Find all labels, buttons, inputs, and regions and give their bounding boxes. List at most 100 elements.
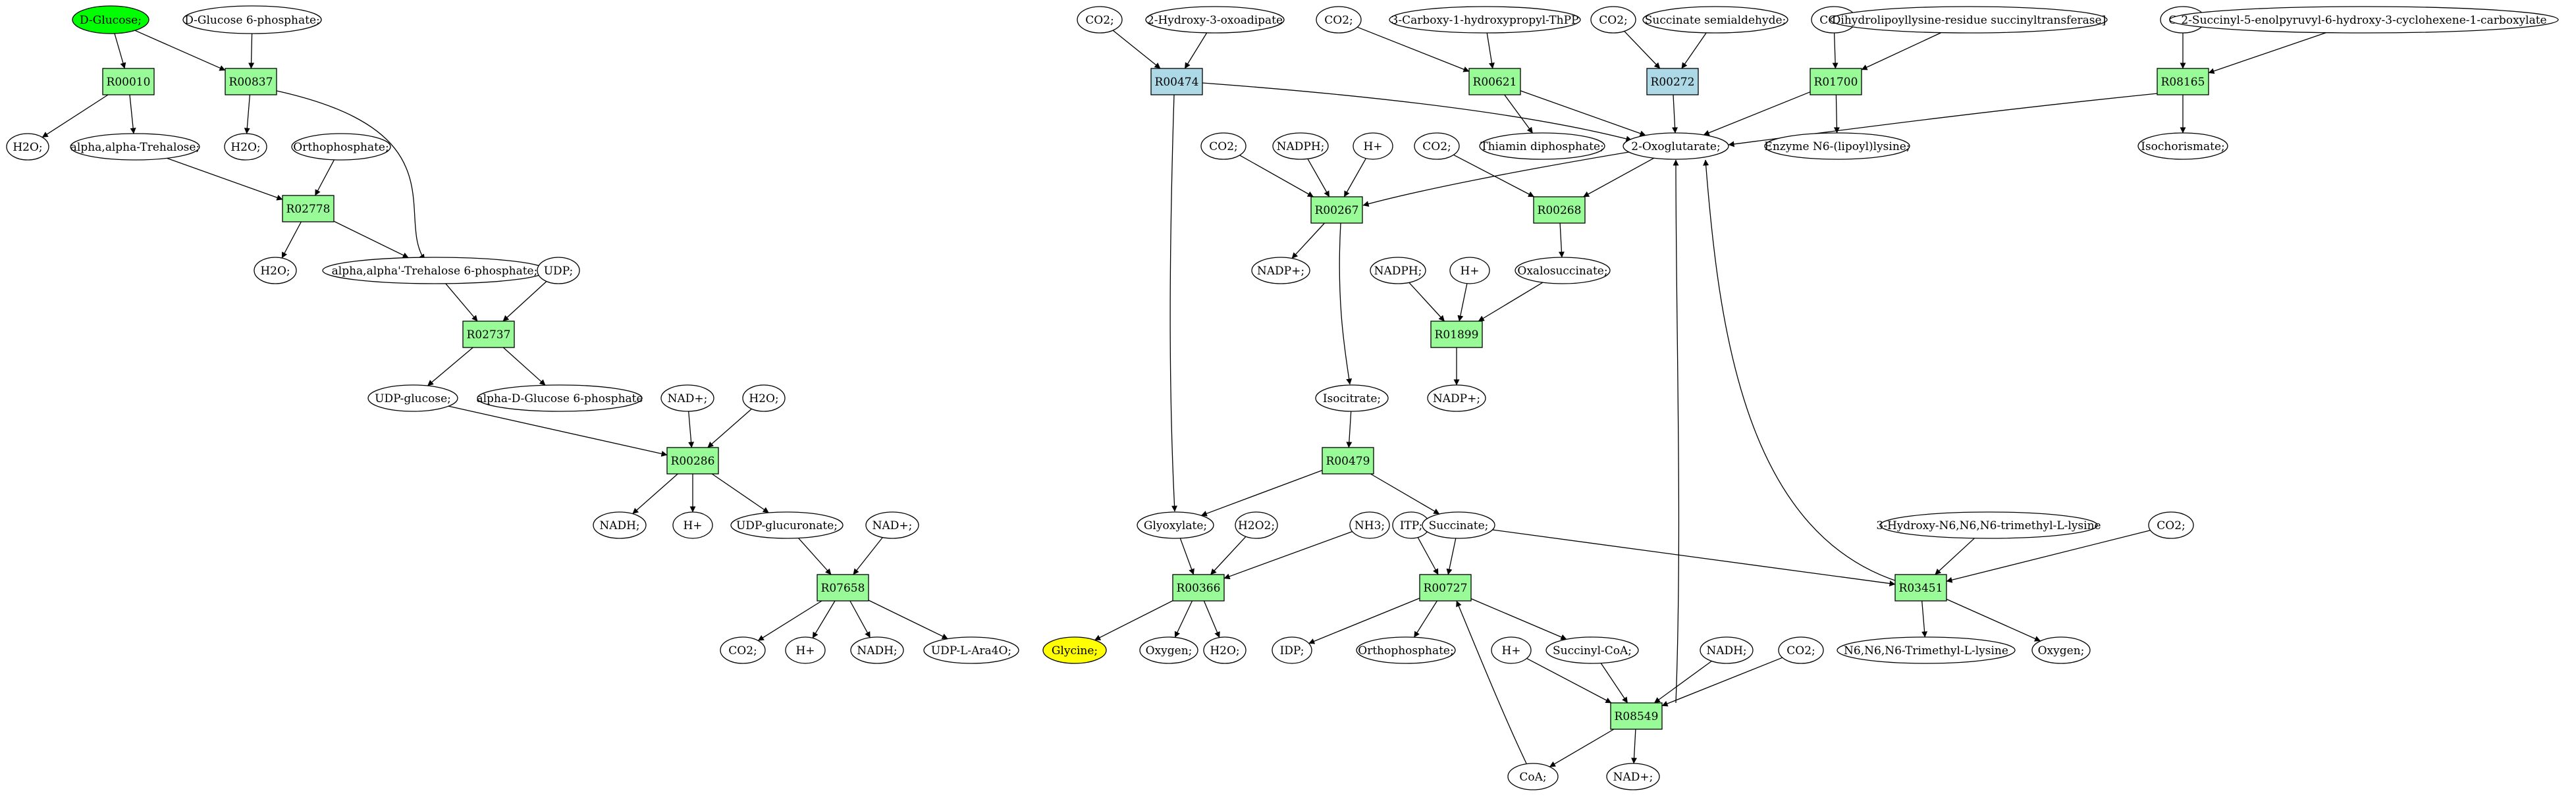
- reaction-node-R00727[interactable]: R00727: [1419, 574, 1472, 602]
- metabolite-node-succinylenol[interactable]: 2-Succinyl-5-enolpyruvyl-6-hydroxy-3-cyc…: [2169, 6, 2559, 34]
- metabolite-node-h2o_c[interactable]: H2O;: [254, 257, 297, 284]
- metabolite-node-dglucose[interactable]: D-Glucose;: [72, 5, 149, 34]
- metabolite-node-hydroxytml[interactable]: 3-Hydroxy-N6,N6,N6-trimethyl-L-lysine: [1876, 511, 2101, 539]
- metabolite-node-hplus_b[interactable]: H+: [785, 636, 826, 664]
- metabolite-node-ortho_b[interactable]: Orthophosphate;: [1356, 636, 1456, 664]
- metabolite-node-nadpplus_a[interactable]: NADP+;: [1251, 257, 1310, 284]
- edge-layer: [41, 26, 2326, 767]
- metabolite-node-oxygen_a[interactable]: Oxygen;: [1139, 636, 1198, 664]
- metabolite-node-udpglcur[interactable]: UDP-glucuronate;: [730, 511, 844, 539]
- metabolite-node-co2_g[interactable]: CO2;: [1200, 132, 1247, 160]
- node-label: Dihydrolipoyllysine-residue succinyltran…: [1832, 14, 2106, 27]
- metabolite-node-enzn6[interactable]: Enzyme N6-(lipoyl)lysine;: [1764, 132, 1910, 160]
- metabolite-node-glyoxylate[interactable]: Glyoxylate;: [1137, 511, 1214, 539]
- metabolite-node-nadpplus_b[interactable]: NADP+;: [1427, 384, 1486, 412]
- reaction-box: [225, 68, 277, 95]
- metabolite-node-dg6p[interactable]: D-Glucose 6-phosphate;: [182, 5, 322, 34]
- metabolite-node-itp[interactable]: ITP;: [1392, 511, 1430, 539]
- metabolite-node-succinate[interactable]: Succinate;: [1422, 511, 1495, 539]
- metabolite-node-dihydrolipo[interactable]: Dihydrolipoyllysine-residue succinyltran…: [1830, 6, 2108, 34]
- edge-t6p-to-R02737: [445, 283, 478, 322]
- metabolite-node-nadh_c[interactable]: NADH;: [1700, 636, 1754, 664]
- metabolite-node-oxalosucc[interactable]: Oxalosuccinate;: [1515, 257, 1611, 284]
- metabolite-ellipse: [1606, 763, 1660, 790]
- metabolite-node-hplus_e[interactable]: H+: [1491, 636, 1532, 664]
- metabolite-ellipse: [1422, 511, 1495, 539]
- metabolite-node-h2o_e[interactable]: H2O;: [1203, 636, 1247, 664]
- metabolite-node-nh3[interactable]: NH3;: [1349, 511, 1390, 539]
- metabolite-node-hplus_a[interactable]: H+: [672, 511, 713, 539]
- metabolite-node-idp[interactable]: IDP;: [1272, 636, 1312, 664]
- reaction-node-R00268[interactable]: R00268: [1533, 196, 1586, 224]
- metabolite-node-nadp_b[interactable]: NAD+;: [865, 511, 919, 539]
- metabolite-ellipse: [720, 636, 766, 664]
- metabolite-node-hplus_c[interactable]: H+: [1353, 132, 1393, 160]
- metabolite-node-h2o2[interactable]: H2O2;: [1235, 511, 1278, 539]
- metabolite-node-h2o_d[interactable]: H2O;: [742, 384, 786, 412]
- node-label: NADP+;: [1433, 392, 1480, 405]
- reaction-node-R08549[interactable]: R08549: [1610, 702, 1663, 730]
- node-label: Oxygen;: [2038, 644, 2085, 657]
- metabolite-node-nadph_a[interactable]: NADPH;: [1272, 132, 1329, 160]
- node-label: 2-Hydroxy-3-oxoadipate: [1147, 14, 1283, 27]
- metabolite-node-glycine[interactable]: Glycine;: [1042, 636, 1107, 664]
- metabolite-node-oxoglut[interactable]: 2-Oxoglutarate;: [1623, 132, 1729, 160]
- metabolite-node-co2_h[interactable]: CO2;: [1414, 132, 1460, 160]
- metabolite-node-nadp_a[interactable]: NAD+;: [660, 384, 714, 412]
- metabolite-node-adg6p[interactable]: alpha-D-Glucose 6-phosphate: [476, 384, 643, 412]
- metabolite-node-isocitrate[interactable]: Isocitrate;: [1315, 384, 1389, 412]
- metabolite-node-co2_a[interactable]: CO2;: [720, 636, 766, 664]
- metabolite-node-succoa[interactable]: Succinyl-CoA;: [1545, 636, 1639, 664]
- metabolite-node-h2o_a[interactable]: H2O;: [6, 133, 49, 161]
- metabolite-node-co2_b[interactable]: CO2;: [1077, 6, 1123, 34]
- metabolite-node-tml[interactable]: N6,N6,N6-Trimethyl-L-lysine: [1837, 636, 2016, 664]
- reaction-node-R00286[interactable]: R00286: [666, 447, 719, 475]
- reaction-node-R00267[interactable]: R00267: [1310, 196, 1363, 224]
- metabolite-node-nadplus_c[interactable]: NAD+;: [1606, 763, 1660, 790]
- metabolite-ellipse: [2031, 636, 2091, 664]
- metabolite-node-co2_i[interactable]: CO2;: [2148, 511, 2194, 539]
- reaction-node-R02737[interactable]: R02737: [462, 321, 515, 348]
- metabolite-node-t6p[interactable]: alpha,alpha'-Trehalose 6-phosphate;: [322, 257, 547, 284]
- node-label: H2O;: [1210, 644, 1239, 657]
- metabolite-node-co2_c[interactable]: CO2;: [1316, 6, 1362, 34]
- metabolite-node-coa[interactable]: CoA;: [1507, 763, 1559, 790]
- reaction-node-R00479[interactable]: R00479: [1322, 447, 1374, 475]
- edge-hydroxyoxo-to-R00474: [1184, 32, 1208, 69]
- metabolite-node-succsemi[interactable]: Succinate semialdehyde;: [1642, 6, 1788, 34]
- metabolite-node-hplus_d[interactable]: H+: [1449, 257, 1490, 284]
- reaction-node-R01700[interactable]: R01700: [1810, 68, 1862, 95]
- metabolite-node-h2o_b[interactable]: H2O;: [224, 133, 267, 161]
- metabolite-node-udpara[interactable]: UDP-L-Ara4O;: [923, 636, 1019, 664]
- metabolite-node-nadh_b[interactable]: NADH;: [850, 636, 904, 664]
- node-label: Glycine;: [1052, 644, 1098, 657]
- metabolite-node-nadph_b[interactable]: NADPH;: [1370, 257, 1426, 284]
- reaction-node-R00474[interactable]: R00474: [1150, 68, 1203, 95]
- edge-co2_c-to-R00621: [1356, 26, 1470, 72]
- metabolite-node-udp_a[interactable]: UDP;: [537, 257, 580, 284]
- metabolite-ellipse: [1272, 132, 1329, 160]
- reaction-node-R00272[interactable]: R00272: [1646, 68, 1699, 95]
- metabolite-node-nadh_a[interactable]: NADH;: [593, 511, 647, 539]
- metabolite-ellipse: [1353, 132, 1393, 160]
- metabolite-node-hydroxyoxo[interactable]: 2-Hydroxy-3-oxoadipate: [1145, 6, 1285, 34]
- reaction-node-R08165[interactable]: R08165: [2157, 68, 2209, 95]
- reaction-node-R00837[interactable]: R00837: [225, 68, 277, 95]
- metabolite-node-carboxythpp[interactable]: 3-Carboxy-1-hydroxypropyl-ThPP: [1389, 6, 1581, 34]
- reaction-node-R00010[interactable]: R00010: [102, 68, 155, 95]
- metabolite-node-udpglucose[interactable]: UDP-glucose;: [367, 384, 458, 412]
- metabolite-node-co2_j[interactable]: CO2;: [1778, 636, 1824, 664]
- metabolite-ellipse: [1879, 511, 2098, 539]
- metabolite-node-thiamin[interactable]: Thiamin diphosphate;: [1479, 132, 1605, 160]
- metabolite-node-trehalose[interactable]: alpha,alpha-Trehalose;: [70, 133, 200, 161]
- metabolite-node-ortho_a[interactable]: Orthophosphate;: [291, 133, 391, 161]
- reaction-node-R00621[interactable]: R00621: [1468, 68, 1521, 95]
- reaction-node-R02778[interactable]: R02778: [282, 195, 335, 222]
- metabolite-node-oxygen_b[interactable]: Oxygen;: [2031, 636, 2091, 664]
- reaction-node-R01899[interactable]: R01899: [1430, 321, 1483, 348]
- reaction-node-R03451[interactable]: R03451: [1894, 574, 1947, 602]
- metabolite-node-isochor[interactable]: Isochorismate;: [2137, 132, 2228, 160]
- reaction-node-R07658[interactable]: R07658: [817, 574, 869, 602]
- metabolite-node-co2_d[interactable]: CO2;: [1590, 6, 1636, 34]
- reaction-node-R00366[interactable]: R00366: [1172, 574, 1225, 602]
